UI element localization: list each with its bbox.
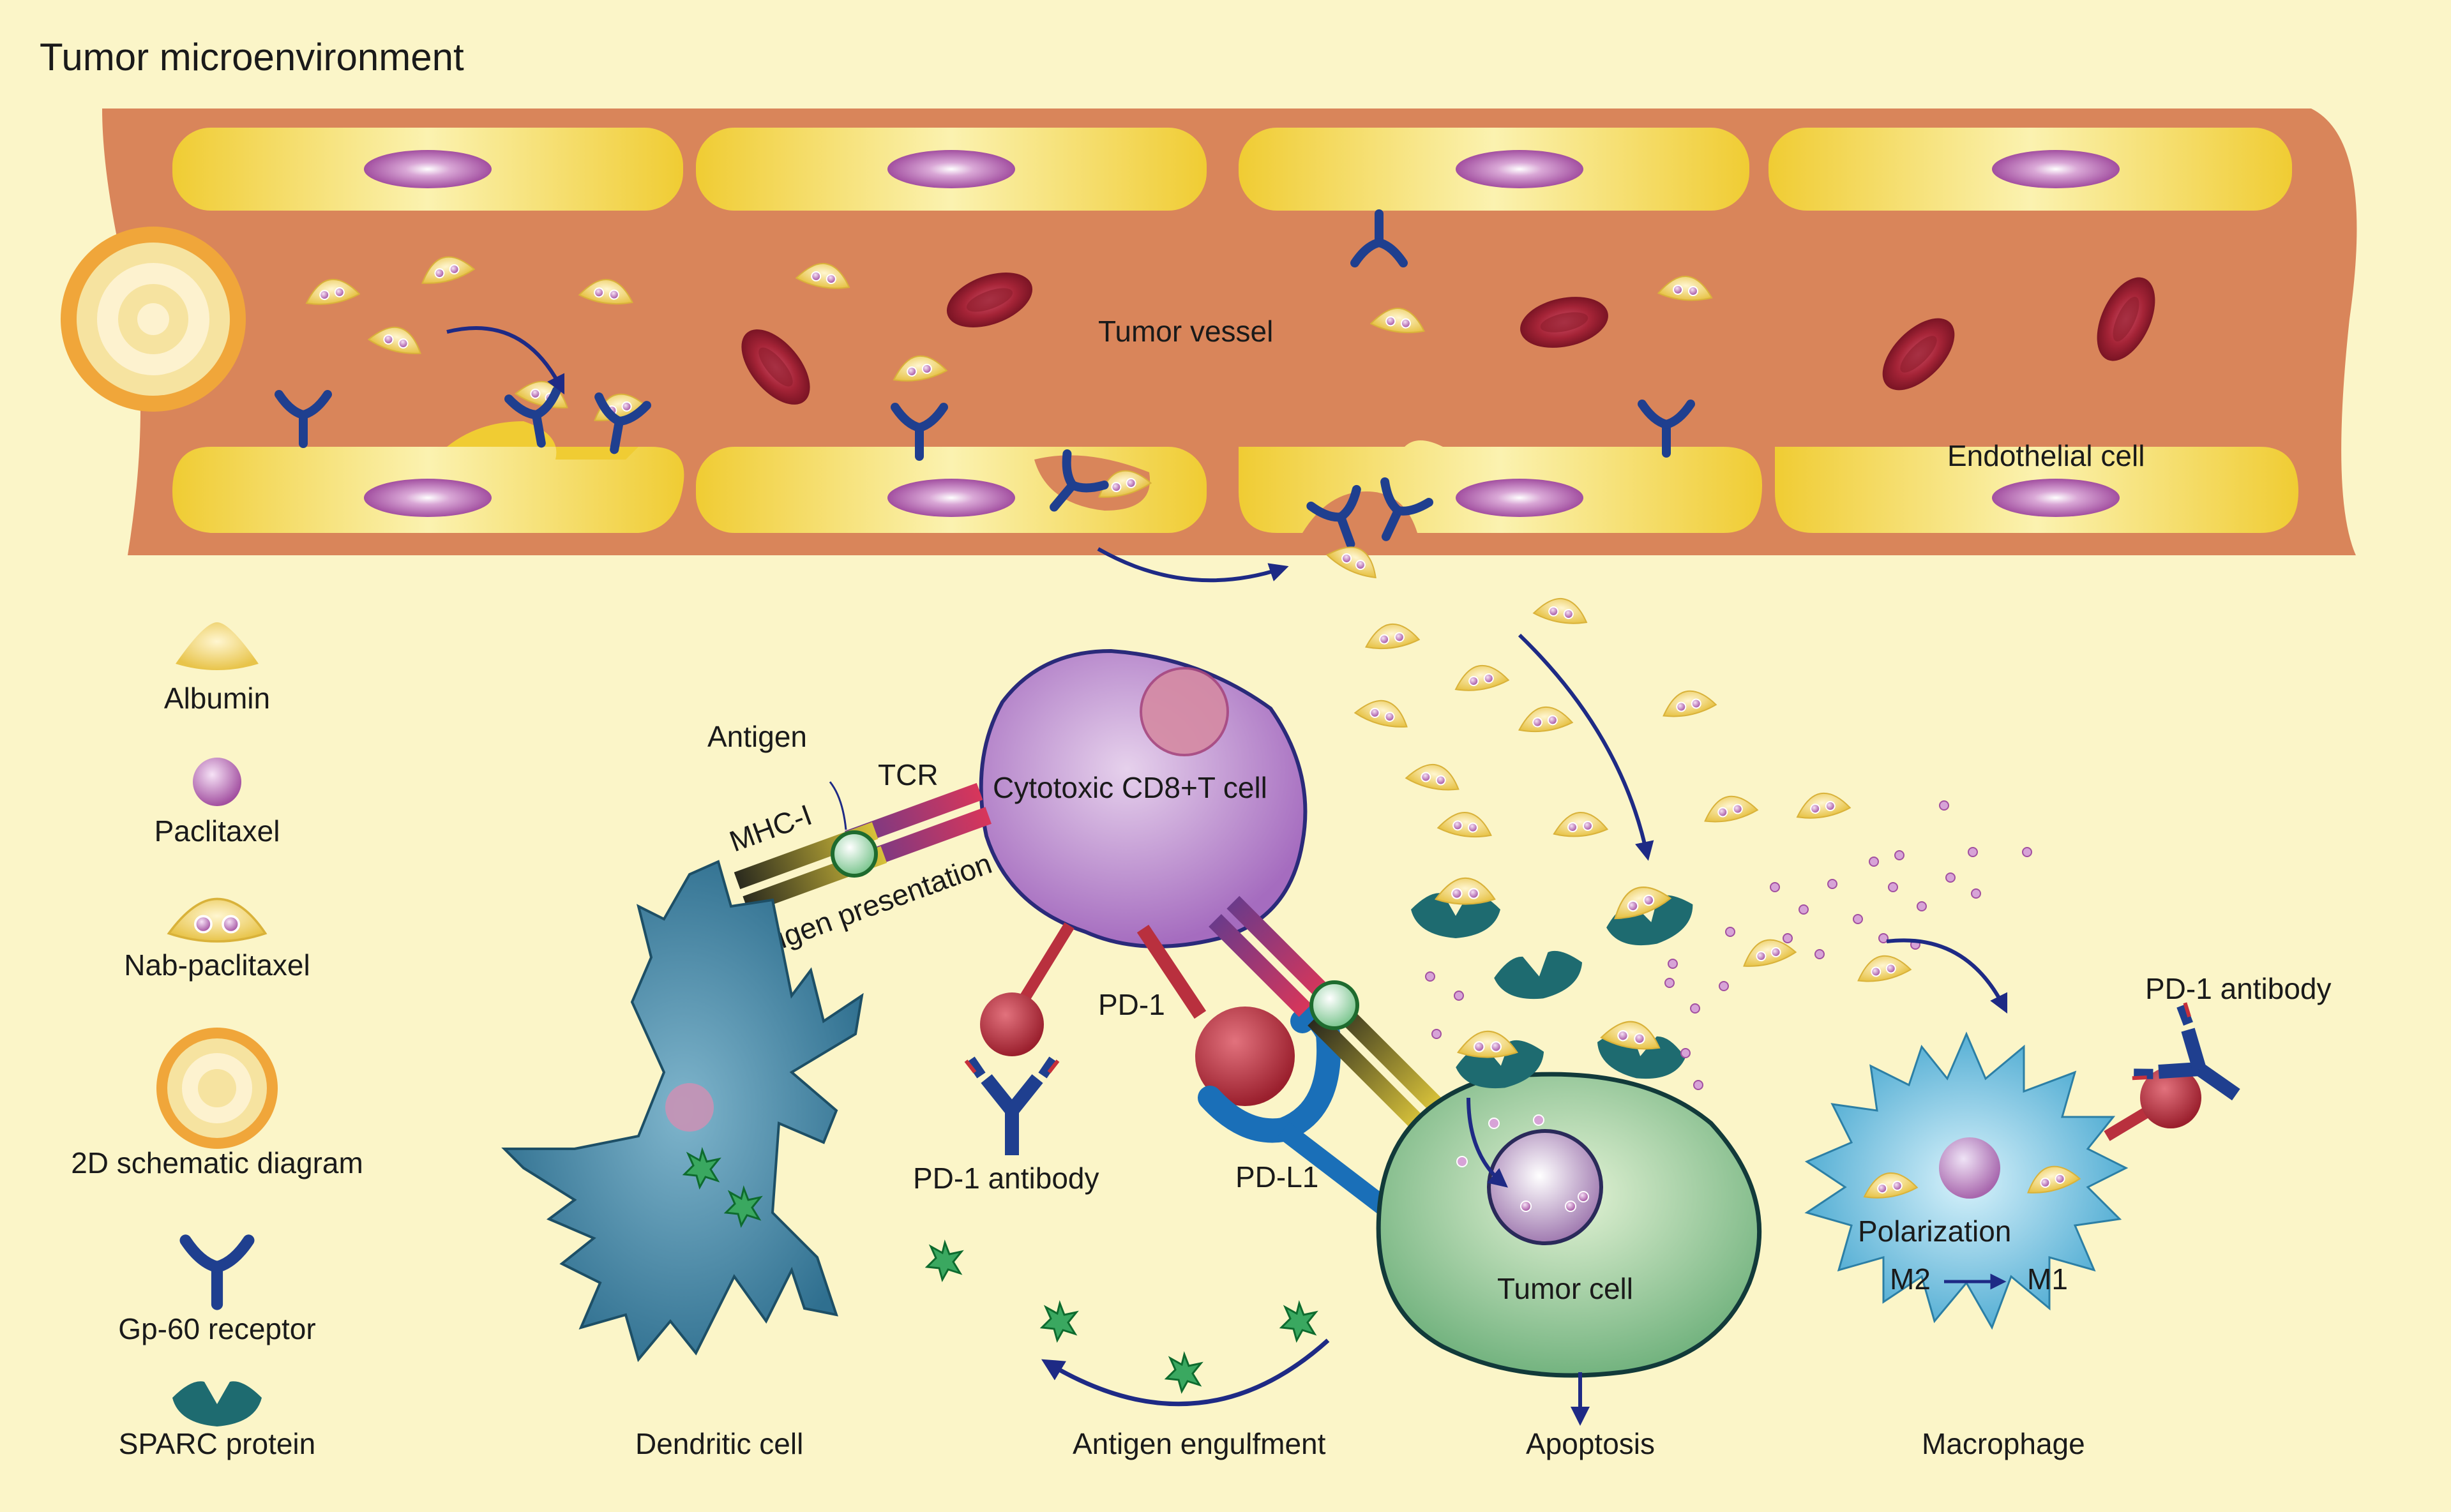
antigen-engulfment-arrow (1041, 1338, 1330, 1407)
legend-label-nab-paclitaxel: Nab-paclitaxel (124, 948, 310, 982)
antigen-star (1165, 1353, 1202, 1393)
m2-label: M2 (1890, 1262, 1931, 1296)
legend-item-gp60: Gp-60 receptor (118, 1240, 316, 1345)
diagram-title: Tumor microenvironment (40, 36, 464, 79)
free-paclitaxel (1425, 800, 2032, 1090)
antigen-star (1041, 1302, 1078, 1342)
pd1-antibody-right-group: PD-1 antibody (2104, 972, 2332, 1141)
m1-label: M1 (2027, 1262, 2068, 1296)
legend-item-2d-schematic: 2D schematic diagram (71, 1028, 363, 1179)
nab-paclitaxel-particle (1435, 877, 1496, 905)
pd1-antibody-left-label: PD-1 antibody (913, 1162, 1099, 1195)
endothelial-cell-label: Endothelial cell (1947, 439, 2145, 472)
macrophage-label: Macrophage (1922, 1427, 2085, 1460)
tcr-label: TCR (878, 758, 939, 791)
nanoparticle-schematic (61, 227, 246, 412)
endothelial-cells-bottom (172, 421, 2298, 533)
gp60-receptor-icon (186, 1240, 249, 1304)
antigen-label: Antigen (707, 720, 807, 753)
pd1-antibody-right-label: PD-1 antibody (2145, 972, 2332, 1005)
polarization-label: Polarization (1858, 1215, 2011, 1248)
transcytosis-arrow (1097, 547, 1289, 583)
drug-entry-arrow (1467, 1097, 1508, 1188)
tumor-vessel-label: Tumor vessel (1098, 315, 1273, 348)
sparc-protein (1491, 946, 1587, 1007)
nab-paclitaxel-particle (1457, 1030, 1518, 1058)
legend-item-sparc: SPARC protein (119, 1381, 316, 1460)
antigen-engulfment-label: Antigen engulfment (1073, 1427, 1326, 1460)
tumor-cell-label: Tumor cell (1497, 1272, 1633, 1305)
antigen-star (926, 1241, 963, 1281)
uptake-arrow (446, 326, 565, 395)
macrophage: Polarization M2 M1 (1804, 1031, 2129, 1330)
paclitaxel-icon (193, 758, 241, 806)
antigen-star (1280, 1302, 1317, 1342)
legend-item-paclitaxel: Paclitaxel (155, 758, 280, 848)
legend-label-gp60: Gp-60 receptor (118, 1312, 315, 1345)
t-cell-label: Cytotoxic CD8+T cell (993, 771, 1267, 804)
pdl1-label: PD-L1 (1235, 1160, 1318, 1194)
endothelial-cells-top (172, 128, 2292, 211)
diffusion-arrow (1518, 633, 1654, 861)
tumor-cell: Tumor cell (1376, 1072, 1762, 1378)
polarization-arrow (1886, 938, 2008, 1014)
pd1-pdl1-interaction: PD-1 PD-L1 (1098, 924, 1398, 1220)
tcr-tumor-complex (1209, 895, 1442, 1130)
legend-label-albumin: Albumin (164, 682, 270, 715)
pd1-antibody-left-group: PD-1 antibody (913, 922, 1099, 1195)
cytotoxic-t-cell: Cytotoxic CD8+T cell (979, 648, 1308, 948)
legend-item-nab-paclitaxel: Nab-paclitaxel (124, 897, 310, 982)
tumor-vessel: Tumor vessel Endothelial cell (61, 109, 2357, 555)
legend-label-sparc: SPARC protein (119, 1427, 316, 1460)
legend-label-2d-schematic: 2D schematic diagram (71, 1146, 363, 1179)
pd1-label: PD-1 (1098, 988, 1165, 1021)
legend-label-paclitaxel: Paclitaxel (155, 814, 280, 848)
sparc-protein-icon (172, 1381, 262, 1426)
dendritic-cell (501, 860, 864, 1363)
pd1-antibody-icon (966, 1059, 1058, 1155)
dendritic-cell-label: Dendritic cell (635, 1427, 803, 1460)
nab-paclitaxel-icon (167, 897, 267, 943)
legend: Albumin Paclitaxel Nab-paclitaxel 2D sch… (71, 622, 363, 1460)
apoptosis-label: Apoptosis (1526, 1427, 1655, 1460)
schematic-2d-icon (156, 1028, 278, 1149)
albumin-icon (176, 622, 259, 670)
legend-item-albumin: Albumin (164, 622, 270, 715)
